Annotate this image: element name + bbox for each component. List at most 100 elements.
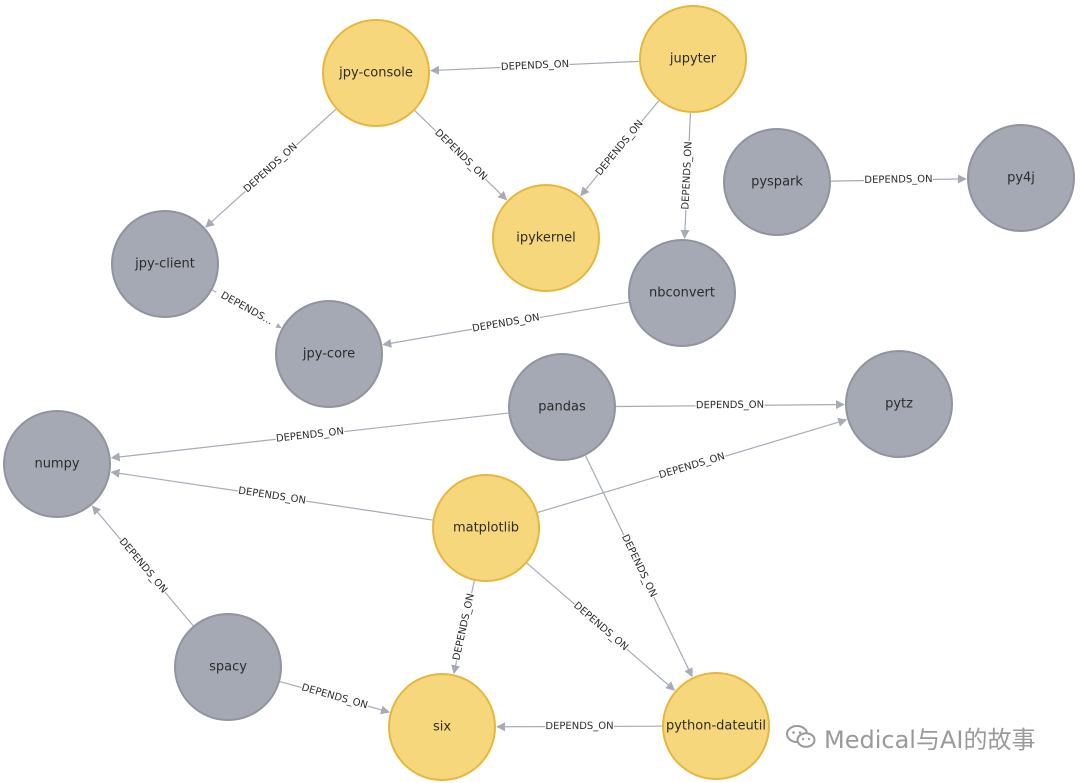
edge-pandas-to-python-dateutil[interactable]: DEPENDS_ON [584, 455, 693, 678]
node-jupyter[interactable]: jupyter [639, 5, 747, 113]
edge-jpy-client-to-jpy-core[interactable]: DEPENDS... [212, 286, 282, 332]
node-circle [432, 474, 540, 582]
edge-label-background [470, 310, 542, 337]
node-circle [174, 613, 282, 721]
edge-label-background [240, 139, 302, 197]
node-pandas[interactable]: pandas [508, 353, 616, 461]
node-circle [967, 124, 1075, 232]
node-jpy-console[interactable]: jpy-console [322, 19, 430, 127]
edge-label-background [592, 117, 648, 180]
edge-label-background [569, 598, 632, 655]
edge-label-background [695, 398, 765, 413]
edge-nbconvert-to-jpy-core[interactable]: DEPENDS_ON [382, 301, 629, 348]
node-circle [628, 239, 736, 347]
edge-label-background [863, 172, 934, 188]
edge-label: DEPENDS_ON [619, 533, 659, 599]
edge-jpy-console-to-ipykernel[interactable]: DEPENDS_ON [414, 110, 508, 201]
edge-label-background [617, 531, 661, 601]
edge-pandas-to-numpy[interactable]: DEPENDS_ON [110, 412, 509, 462]
edge-label-background [544, 719, 615, 734]
edge-pandas-to-pytz[interactable]: DEPENDS_ON [615, 398, 845, 413]
nodes-layer: jpy-console jupyter ipykernel jpy-client jpy… [3, 5, 1075, 781]
edge-label: DEPENDS_ON [237, 486, 306, 507]
edge-label-background [299, 680, 370, 713]
node-label: jupyter [669, 52, 717, 67]
edge-label-background [656, 449, 728, 483]
node-matplotlib[interactable]: matplotlib [432, 474, 540, 582]
node-circle [111, 210, 219, 318]
edge-label-background [678, 140, 697, 211]
node-label: py4j [1007, 171, 1035, 186]
edge-label-background [212, 286, 281, 332]
edge-jupyter-to-ipykernel[interactable]: DEPENDS_ON [580, 100, 660, 197]
node-jpy-client[interactable]: jpy-client [111, 210, 219, 318]
edge-label: DEPENDS_ON [117, 536, 169, 595]
node-label: jpy-client [134, 257, 195, 272]
edge-jupyter-to-nbconvert[interactable]: DEPENDS_ON [678, 112, 697, 239]
node-circle [3, 410, 111, 518]
node-python-dateutil[interactable]: python-dateutil [662, 672, 770, 780]
edge-label: DEPENDS_ON [432, 127, 489, 182]
node-label: python-dateutil [666, 719, 766, 734]
node-label: pytz [885, 397, 913, 412]
wechat-icon [786, 724, 816, 750]
edge-label-background [431, 126, 491, 185]
node-py4j[interactable]: py4j [967, 124, 1075, 232]
node-circle [388, 673, 496, 781]
edge-label-background [115, 534, 171, 597]
edge-matplotlib-to-numpy[interactable]: DEPENDS_ON [110, 468, 433, 521]
edge-label: DEPENDS_ON [696, 400, 764, 412]
edge-label: DEPENDS_ON [545, 721, 613, 732]
node-circle [322, 19, 430, 127]
edge-matplotlib-to-six[interactable]: DEPENDS_ON [449, 580, 479, 675]
edge-jpy-console-to-jpy-client[interactable]: DEPENDS_ON [205, 108, 337, 228]
edge-label-background [236, 484, 308, 509]
node-label: six [433, 720, 451, 735]
node-circle [662, 672, 770, 780]
node-numpy[interactable]: numpy [3, 410, 111, 518]
node-ipykernel[interactable]: ipykernel [492, 184, 600, 292]
edge-label: DEPENDS_ON [864, 174, 932, 186]
node-circle [492, 184, 600, 292]
watermark: Medical与AI的故事 [786, 717, 1035, 757]
edge-label: DEPENDS_ON [571, 600, 630, 653]
edge-label-background [500, 57, 570, 75]
edge-label: DEPENDS_ON [680, 141, 694, 210]
node-circle [275, 300, 383, 408]
edge-spacy-to-six[interactable]: DEPENDS_ON [279, 680, 390, 715]
edge-label: DEPENDS... [219, 290, 275, 327]
edge-label: DEPENDS_ON [242, 141, 300, 195]
node-label: spacy [209, 660, 247, 675]
node-label: pyspark [751, 175, 803, 190]
node-spacy[interactable]: spacy [174, 613, 282, 721]
node-circle [845, 350, 953, 458]
node-pyspark[interactable]: pyspark [723, 128, 831, 236]
node-label: ipykernel [516, 231, 576, 246]
node-label: jpy-console [338, 66, 413, 81]
edge-label: DEPENDS_ON [471, 312, 540, 334]
edge-label: DEPENDS_ON [594, 118, 646, 178]
edge-label: DEPENDS_ON [501, 59, 570, 73]
edge-python-dateutil-to-six[interactable]: DEPENDS_ON [496, 719, 663, 734]
node-label: nbconvert [649, 286, 715, 301]
edge-label: DEPENDS_ON [451, 593, 476, 662]
node-label: numpy [34, 457, 79, 472]
node-jpy-core[interactable]: jpy-core [275, 300, 383, 408]
edge-spacy-to-numpy[interactable]: DEPENDS_ON [91, 505, 194, 627]
edge-label-background [274, 424, 346, 447]
node-label: jpy-core [302, 347, 355, 362]
watermark-text: Medical与AI的故事 [824, 725, 1036, 754]
node-six[interactable]: six [388, 673, 496, 781]
node-nbconvert[interactable]: nbconvert [628, 239, 736, 347]
edge-pyspark-to-py4j[interactable]: DEPENDS_ON [830, 172, 967, 188]
node-circle [639, 5, 747, 113]
node-label: matplotlib [453, 521, 519, 536]
node-pytz[interactable]: pytz [845, 350, 953, 458]
edge-jupyter-to-jpy-console[interactable]: DEPENDS_ON [430, 57, 640, 75]
node-circle [508, 353, 616, 461]
node-circle [723, 128, 831, 236]
edge-label-background [449, 591, 479, 663]
node-label: pandas [538, 400, 586, 415]
